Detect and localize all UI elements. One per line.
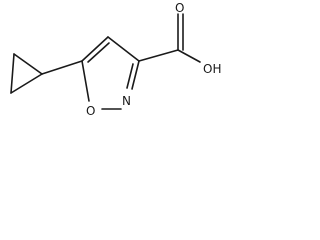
ring-bond-c3-n (131, 60, 140, 90)
ring-nitrogen-label: N (122, 94, 131, 108)
isoxazole-ring (81, 36, 140, 110)
ring-bond-o-c5 (81, 60, 90, 102)
carboxyl-oh-bond (177, 49, 201, 63)
ring-bond-c3-n-inner (126, 63, 134, 89)
ring-bond-c5-c4-inner (87, 42, 110, 63)
ring-bond-c5-c4 (81, 36, 109, 62)
cyclopropyl-ring (10, 53, 43, 94)
hydroxyl-label: OH (203, 62, 221, 76)
cyclopropyl-bond-top (13, 53, 43, 75)
cyclopropyl-isoxazole-bond (41, 60, 83, 75)
cyclopropyl-bond-left (10, 53, 15, 94)
ring-bond-c4-c3 (107, 36, 140, 62)
carbonyl-oxygen-label: O (175, 1, 184, 15)
carboxylic-acid-group (138, 13, 201, 63)
ring-oxygen-label: O (86, 104, 95, 118)
c3-carboxyl-bond (138, 49, 179, 62)
cyclopropyl-bond-bottom (10, 73, 43, 94)
chemical-structure-5-cyclopropylisoxazole-3-carboxylic-acid: O OH N O (10, 1, 221, 118)
